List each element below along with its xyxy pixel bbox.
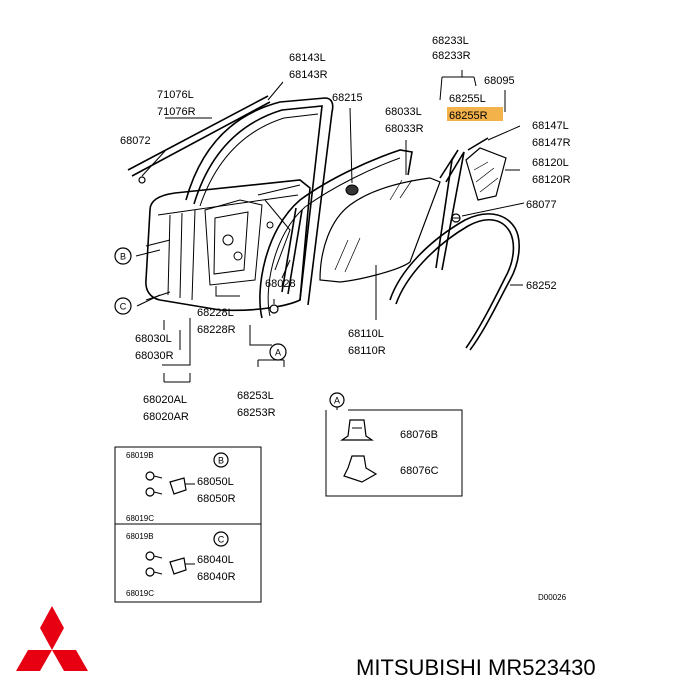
label-68019B-bottom: 68019B — [126, 532, 154, 541]
label-68040R: 68040R — [197, 571, 236, 583]
label-68253R: 68253R — [237, 407, 276, 419]
svg-text:C: C — [218, 535, 225, 545]
label-68255L: 68255L — [449, 93, 486, 105]
label-68143L: 68143L — [289, 52, 326, 64]
diagram-code: D00026 — [538, 593, 567, 602]
label-68030L: 68030L — [135, 333, 172, 345]
label-68143R: 68143R — [289, 69, 328, 81]
label-68019C-top: 68019C — [126, 514, 154, 523]
callout-B-marker: B — [114, 247, 132, 265]
label-68028: 68028 — [265, 278, 296, 290]
label-68072: 68072 — [120, 135, 151, 147]
leader-lines — [135, 70, 525, 383]
label-68050L: 68050L — [197, 476, 234, 488]
label-68076C: 68076C — [400, 465, 439, 477]
mitsubishi-logo-icon — [16, 606, 88, 671]
label-68030R: 68030R — [135, 350, 174, 362]
label-71076R: 71076R — [157, 106, 196, 118]
label-68033L: 68033L — [385, 106, 422, 118]
highlight-68255R — [447, 107, 503, 121]
label-68228R: 68228R — [197, 324, 236, 336]
label-68233R: 68233R — [432, 50, 471, 62]
label-71076L: 71076L — [157, 89, 194, 101]
label-68253L: 68253L — [237, 390, 274, 402]
callout-A-marker: A — [269, 343, 287, 361]
label-68120R: 68120R — [532, 174, 571, 186]
label-68020AL: 68020AL — [143, 394, 187, 406]
label-68050R: 68050R — [197, 493, 236, 505]
label-68095: 68095 — [484, 75, 515, 87]
svg-text:B: B — [120, 252, 126, 262]
svg-text:A: A — [275, 348, 281, 358]
label-68255R: 68255R — [449, 110, 488, 122]
label-68040L: 68040L — [197, 554, 234, 566]
label-68076B: 68076B — [400, 429, 438, 441]
part-labels: 68233L 68233R 68095 68255L 68255R 68147L… — [120, 35, 571, 423]
inset-BC-box: 68019B B 68050L 68050R 68019C 68019B C 6… — [114, 446, 262, 603]
door-illustration — [127, 95, 520, 351]
callout-C-marker: C — [114, 297, 132, 315]
label-68033R: 68033R — [385, 123, 424, 135]
inset-A-box: A 68076B 68076C — [325, 392, 463, 497]
label-68020AR: 68020AR — [143, 411, 189, 423]
label-68120L: 68120L — [532, 157, 569, 169]
label-68019C-bottom: 68019C — [126, 589, 154, 598]
label-68110R: 68110R — [348, 345, 386, 357]
label-68233L: 68233L — [432, 35, 469, 47]
svg-text:C: C — [120, 302, 127, 312]
svg-text:A: A — [334, 396, 340, 406]
label-68077: 68077 — [526, 199, 557, 211]
svg-text:B: B — [218, 456, 224, 466]
label-68019B-top: 68019B — [126, 451, 154, 460]
label-68147R: 68147R — [532, 137, 571, 149]
label-68228L: 68228L — [197, 307, 234, 319]
label-68147L: 68147L — [532, 120, 569, 132]
label-68252: 68252 — [526, 280, 557, 292]
label-68110L: 68110L — [348, 328, 384, 340]
label-68215: 68215 — [332, 92, 363, 104]
brand-caption: MITSUBISHI MR523430 — [356, 655, 596, 680]
